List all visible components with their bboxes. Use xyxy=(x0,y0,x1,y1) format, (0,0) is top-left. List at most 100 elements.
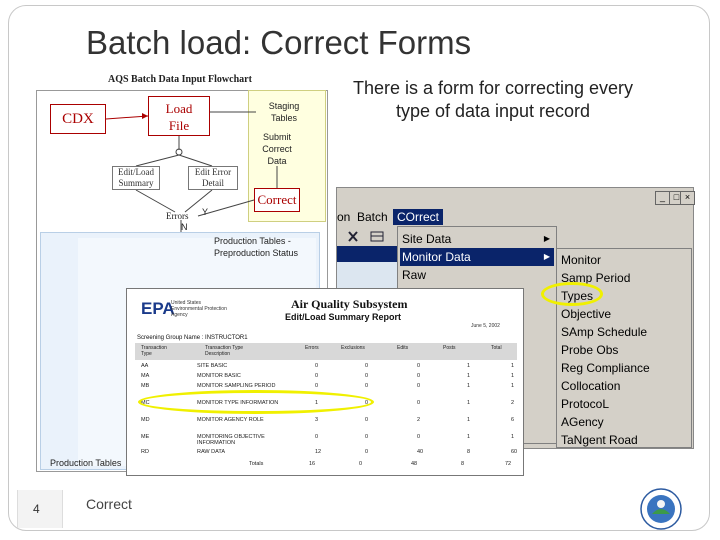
submenu-item-collocation[interactable]: Collocation xyxy=(561,379,621,393)
highlight-types-menu-item xyxy=(541,282,603,306)
menu-batch[interactable]: Batch xyxy=(357,210,388,224)
staging-label-2: Tables xyxy=(270,113,297,123)
edit-load-summary-box: Edit/Load Summary xyxy=(112,166,160,190)
totals-errors: 16 xyxy=(309,461,316,467)
agency-line-2: Environmental Protection Agency xyxy=(171,306,227,318)
submenu-item-monitor[interactable]: Monitor xyxy=(561,253,602,267)
header-exclusions: Exclusions xyxy=(341,345,365,351)
load-file-label-1: Load xyxy=(165,101,193,116)
selection-band xyxy=(337,246,397,262)
totals-posts: 8 xyxy=(461,461,465,467)
header-errors: Errors xyxy=(305,345,319,351)
delete-icon[interactable] xyxy=(348,231,358,242)
cell-total: 2 xyxy=(511,400,515,406)
correct-box: Correct xyxy=(254,188,300,212)
cell-type: MA xyxy=(141,373,150,379)
submit-label-3: Data xyxy=(267,156,287,166)
cell-type: MB xyxy=(141,383,150,389)
cdx-box: CDX xyxy=(50,104,106,134)
cell-exclusions: 0 xyxy=(365,363,369,369)
submenu-item-probe-obs[interactable]: Probe Obs xyxy=(561,343,619,357)
submenu-item-protocol[interactable]: ProtocoL xyxy=(561,397,610,411)
menu-correct[interactable]: COrrect xyxy=(393,209,443,225)
submenu-item-reg-compliance[interactable]: Reg Compliance xyxy=(561,361,650,375)
slide-title: Batch load: Correct Forms xyxy=(86,24,472,61)
report-subtitle: Edit/Load Summary Report xyxy=(285,312,402,322)
screening-group: Screening Group Name : INSTRUCTOR1 xyxy=(137,335,248,341)
epa-seal-icon xyxy=(640,488,682,530)
cell-errors: 0 xyxy=(315,383,319,389)
totals-total: 72 xyxy=(505,461,512,467)
menu-item-monitor-data[interactable]: Monitor Data ▶ xyxy=(400,248,554,266)
staging-label-1: Staging xyxy=(268,101,300,111)
cell-errors: 0 xyxy=(315,363,319,369)
flowchart-title: AQS Batch Data Input Flowchart xyxy=(108,74,252,85)
yes-label: Y xyxy=(202,207,209,217)
close-button[interactable]: × xyxy=(680,191,695,205)
slide-description: There is a form for correcting every typ… xyxy=(352,78,634,121)
cell-exclusions: 0 xyxy=(365,383,369,389)
epa-logo: EPA xyxy=(141,299,175,318)
toolbar-icons xyxy=(348,231,384,242)
cell-description: MONITOR BASIC xyxy=(197,373,241,379)
load-file-label-2: File xyxy=(168,118,190,133)
prod-label-2: Preproduction Status xyxy=(214,248,299,258)
editload-label-2: Summary xyxy=(118,178,154,188)
menu-item-label: Site Data xyxy=(402,232,452,246)
cell-description: MONITOR SAMPLING PERIOD xyxy=(197,383,276,389)
cell-exclusions: 0 xyxy=(365,434,369,440)
cell-edits: 40 xyxy=(417,449,424,455)
cell-type: ME xyxy=(141,434,150,440)
totals-edits: 48 xyxy=(411,461,418,467)
menu-item-raw[interactable]: Raw xyxy=(400,266,554,284)
cell-edits: 0 xyxy=(417,400,421,406)
cell-total: 6 xyxy=(511,417,515,423)
submenu-item-agency[interactable]: AGency xyxy=(561,415,604,429)
menu-item-label: Raw xyxy=(402,268,427,282)
cell-errors: 0 xyxy=(315,434,319,440)
report-date: June 5, 2002 xyxy=(471,323,500,329)
menubar: on Batch COrrect xyxy=(337,208,693,226)
header-total: Total xyxy=(491,345,502,351)
production-tables-label: Production Tables xyxy=(50,458,122,468)
cell-posts: 1 xyxy=(467,400,471,406)
cell-edits: 0 xyxy=(417,373,421,379)
header-edits: Edits xyxy=(397,345,409,351)
cell-description: MONITOR AGENCY ROLE xyxy=(197,417,264,423)
header-posts: Posts xyxy=(443,345,456,351)
prod-label-1: Production Tables - xyxy=(214,236,291,246)
cell-type: AA xyxy=(141,363,149,369)
toolbar-grid-icon[interactable] xyxy=(370,231,384,242)
cell-posts: 1 xyxy=(467,373,471,379)
submit-label-1: Submit xyxy=(262,132,291,142)
cell-edits: 0 xyxy=(417,363,421,369)
errors-decision: Errors xyxy=(166,211,189,221)
cell-total: 1 xyxy=(511,373,515,379)
submenu-arrow-icon: ▶ xyxy=(543,234,550,243)
minimize-button[interactable]: _ xyxy=(655,191,670,205)
cell-total: 1 xyxy=(511,434,515,440)
menu-option[interactable]: on xyxy=(337,210,351,224)
cell-errors: 3 xyxy=(315,417,319,423)
submenu-item-objective[interactable]: Objective xyxy=(561,307,612,321)
cell-type: RD xyxy=(141,449,149,455)
production-status-label: Production Tables - Preproduction Status xyxy=(214,235,298,259)
cell-exclusions: 0 xyxy=(365,417,369,423)
editload-label-1: Edit/Load xyxy=(118,167,154,177)
cell-description: MONITORING OBJECTIVE INFORMATION xyxy=(197,434,265,446)
submenu-item-samp-schedule[interactable]: SAmp Schedule xyxy=(561,325,648,339)
cell-type: MD xyxy=(141,417,150,423)
editerror-label-1: Edit Error xyxy=(194,167,232,177)
cell-edits: 0 xyxy=(417,434,421,440)
submenu-item-tangent-road[interactable]: TaNgent Road xyxy=(561,433,638,447)
menu-item-site-data[interactable]: Site Data ▶ xyxy=(400,230,554,248)
cell-errors: 12 xyxy=(315,449,322,455)
